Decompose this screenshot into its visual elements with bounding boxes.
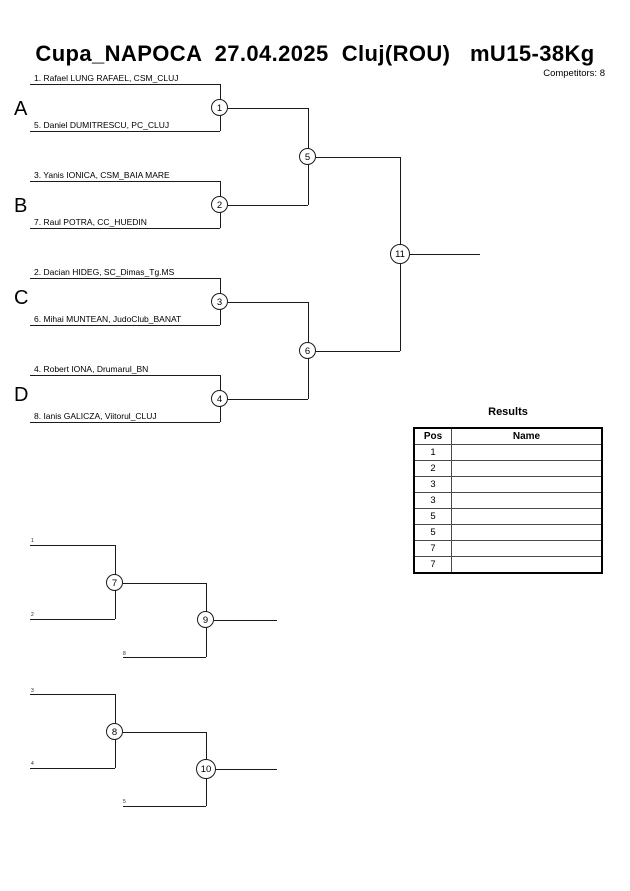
repechage-line-9-top bbox=[123, 583, 206, 584]
repechage-line-9-out bbox=[214, 620, 277, 621]
group-letter-a: A bbox=[14, 98, 28, 120]
group-letter-d: D bbox=[14, 384, 29, 406]
results-table: Pos Name 1 2 3 3 5 bbox=[413, 427, 603, 574]
competitor-name-5: 5. Daniel DUMITRESCU, PC_CLUJ bbox=[34, 120, 170, 130]
match-node-1[interactable]: 1 bbox=[211, 99, 228, 116]
table-row[interactable]: 3 bbox=[413, 476, 603, 493]
match-node-7[interactable]: 7 bbox=[106, 574, 123, 591]
page-title: Cupa_NAPOCA 27.04.2025 Cluj(ROU) mU15-38… bbox=[35, 41, 595, 66]
results-header-row: Pos Name bbox=[413, 427, 603, 445]
result-name[interactable] bbox=[451, 460, 603, 477]
bracket-line-c-bottom bbox=[30, 325, 220, 326]
group-letter-b: B bbox=[14, 195, 28, 217]
bracket-line-winner-out bbox=[410, 254, 480, 255]
bracket-line-sf6-bottom bbox=[228, 399, 308, 400]
result-pos: 7 bbox=[413, 556, 452, 574]
repechage-line-10-bottom bbox=[123, 806, 206, 807]
bracket-line-final-bottom bbox=[316, 351, 400, 352]
result-name[interactable] bbox=[451, 508, 603, 525]
repechage-feeder-label-3: 3 bbox=[31, 688, 34, 694]
match-node-6[interactable]: 6 bbox=[299, 342, 316, 359]
repechage-feeder-label-8: 8 bbox=[123, 651, 126, 657]
repechage-line-8-bottom bbox=[30, 768, 115, 769]
result-pos: 5 bbox=[413, 508, 452, 525]
table-row[interactable]: 2 bbox=[413, 460, 603, 477]
table-row[interactable]: 5 bbox=[413, 524, 603, 541]
match-node-2[interactable]: 2 bbox=[211, 196, 228, 213]
match-node-11[interactable]: 11 bbox=[390, 244, 410, 264]
bracket-line-sf5-bottom bbox=[228, 205, 308, 206]
result-name[interactable] bbox=[451, 556, 603, 574]
bracket-line-final-top bbox=[316, 157, 400, 158]
repechage-feeder-label-2: 2 bbox=[31, 612, 34, 618]
bracket-line-d-top bbox=[30, 375, 220, 376]
result-name[interactable] bbox=[451, 540, 603, 557]
competitor-name-4: 4. Robert IONA, Drumarul_BN bbox=[34, 364, 149, 374]
bracket-line-sf6-top bbox=[228, 302, 308, 303]
competitor-name-3: 3. Yanis IONICA, CSM_BAIA MARE bbox=[34, 170, 170, 180]
match-node-5[interactable]: 5 bbox=[299, 148, 316, 165]
bracket-line-c-top bbox=[30, 278, 220, 279]
repechage-line-7-top bbox=[30, 545, 115, 546]
match-node-10[interactable]: 10 bbox=[196, 759, 216, 779]
repechage-feeder-label-1: 1 bbox=[31, 538, 34, 544]
match-node-3[interactable]: 3 bbox=[211, 293, 228, 310]
bracket-line-b-top bbox=[30, 181, 220, 182]
bracket-line-a-top bbox=[30, 84, 220, 85]
table-row[interactable]: 7 bbox=[413, 556, 603, 574]
repechage-line-7-bottom bbox=[30, 619, 115, 620]
bracket-line-sf5-top bbox=[228, 108, 308, 109]
competitor-name-8: 8. Ianis GALICZA, Viitorul_CLUJ bbox=[34, 411, 157, 421]
result-pos: 3 bbox=[413, 492, 452, 509]
table-row[interactable]: 7 bbox=[413, 540, 603, 557]
repechage-line-8-top bbox=[30, 694, 115, 695]
competitor-name-1: 1. Rafael LUNG RAFAEL, CSM_CLUJ bbox=[34, 73, 179, 83]
results-col-pos: Pos bbox=[413, 427, 452, 445]
result-pos: 2 bbox=[413, 460, 452, 477]
table-row[interactable]: 3 bbox=[413, 492, 603, 509]
result-pos: 5 bbox=[413, 524, 452, 541]
competitors-count: Competitors: 8 bbox=[543, 68, 605, 79]
competitor-name-6: 6. Mihai MUNTEAN, JudoClub_BANAT bbox=[34, 314, 182, 324]
results-col-name: Name bbox=[451, 427, 603, 445]
result-name[interactable] bbox=[451, 476, 603, 493]
result-name[interactable] bbox=[451, 492, 603, 509]
result-name[interactable] bbox=[451, 524, 603, 541]
competitor-name-2: 2. Dacian HIDEG, SC_Dimas_Tg.MS bbox=[34, 267, 175, 277]
bracket-line-b-bottom bbox=[30, 228, 220, 229]
bracket-line-d-bottom bbox=[30, 422, 220, 423]
result-pos: 3 bbox=[413, 476, 452, 493]
bracket-line-a-bottom bbox=[30, 131, 220, 132]
group-letter-c: C bbox=[14, 287, 29, 309]
result-pos: 1 bbox=[413, 444, 452, 461]
repechage-line-10-top bbox=[123, 732, 206, 733]
result-pos: 7 bbox=[413, 540, 452, 557]
result-name[interactable] bbox=[451, 444, 603, 461]
repechage-feeder-label-4: 4 bbox=[31, 761, 34, 767]
table-row[interactable]: 1 bbox=[413, 444, 603, 461]
match-node-8[interactable]: 8 bbox=[106, 723, 123, 740]
table-row[interactable]: 5 bbox=[413, 508, 603, 525]
repechage-line-9-bottom bbox=[123, 657, 206, 658]
results-title: Results bbox=[488, 406, 528, 418]
match-node-9[interactable]: 9 bbox=[197, 611, 214, 628]
competitor-name-7: 7. Raul POTRA, CC_HUEDIN bbox=[34, 217, 147, 227]
repechage-feeder-label-5: 5 bbox=[123, 799, 126, 805]
match-node-4[interactable]: 4 bbox=[211, 390, 228, 407]
repechage-line-10-out bbox=[216, 769, 277, 770]
